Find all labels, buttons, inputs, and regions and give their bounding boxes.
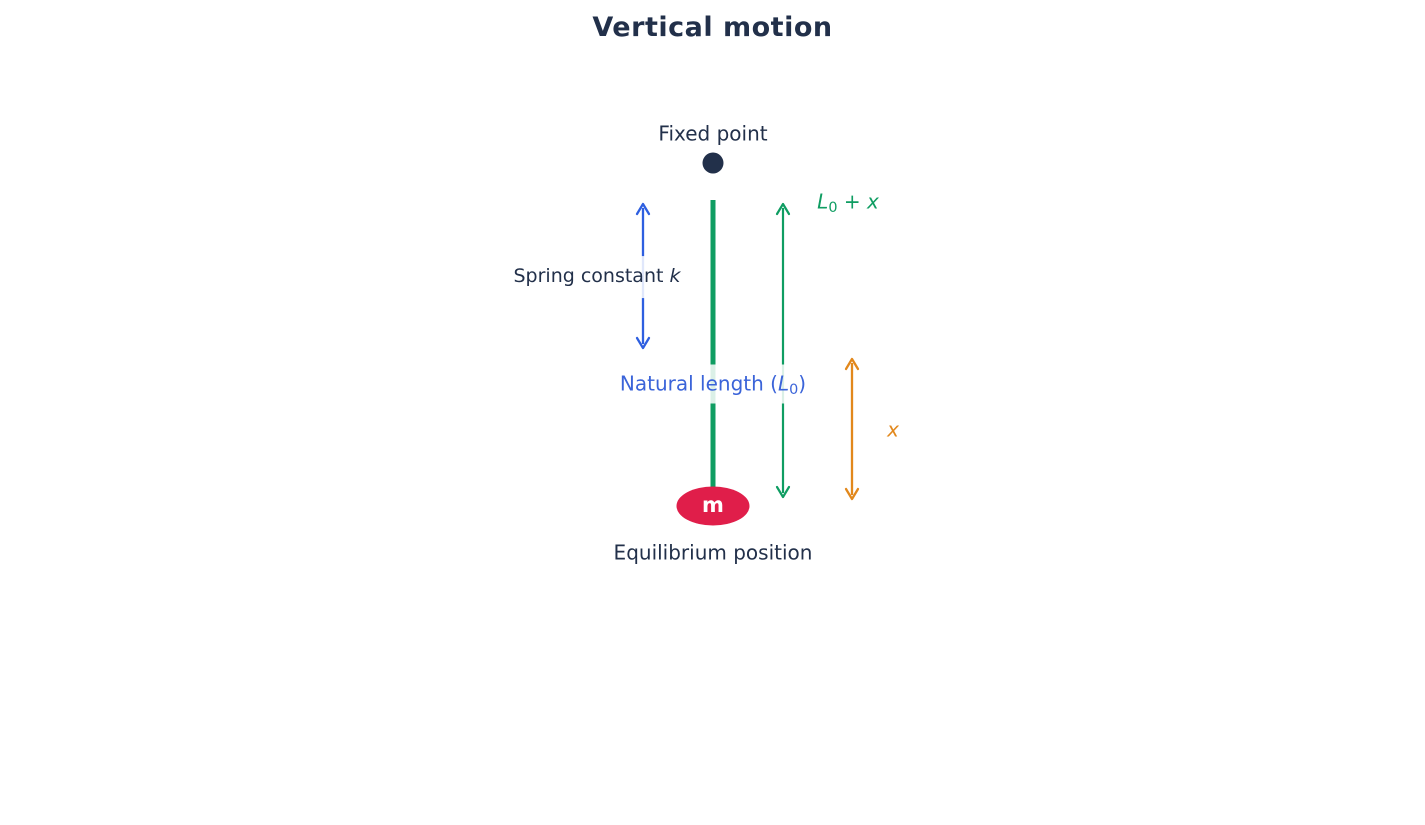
mass-label: m [702, 492, 724, 517]
natural-length-text: Natural length ( [619, 371, 778, 396]
arrowhead-down-icon [635, 336, 651, 350]
arrowhead-down-icon [775, 485, 791, 499]
mass-ellipse [676, 486, 750, 526]
arrowhead-up-icon [775, 202, 791, 216]
total-length-label: L0 + x [817, 189, 879, 217]
natural-length-close: ) [798, 371, 807, 396]
fixed-point-label: Fixed point [658, 121, 768, 146]
page-title: Vertical motion [592, 12, 833, 43]
natural-length-label: Natural length (L0) [615, 364, 811, 404]
spring-constant-label: Spring constant k [510, 256, 684, 298]
total-length-arrow [775, 202, 791, 499]
extension-label: x [887, 417, 899, 442]
total-length-symbol: L [817, 189, 829, 214]
total-length-subscript: 0 [828, 200, 838, 217]
extension-symbol: x [887, 417, 899, 442]
extension-arrow [844, 357, 860, 501]
arrowhead-up-icon [635, 202, 651, 216]
total-length-variable: x [866, 189, 879, 214]
natural-length-symbol: L [777, 371, 790, 396]
arrowhead-up-icon [844, 357, 860, 371]
natural-length-subscript: 0 [789, 382, 799, 399]
fixed-point-dot [702, 152, 724, 174]
spring-constant-text: Spring constant [513, 265, 670, 288]
total-length-operator: + [837, 189, 867, 214]
equilibrium-label: Equilibrium position [613, 540, 813, 565]
arrowhead-down-icon [844, 487, 860, 501]
spring-constant-symbol: k [669, 265, 681, 288]
